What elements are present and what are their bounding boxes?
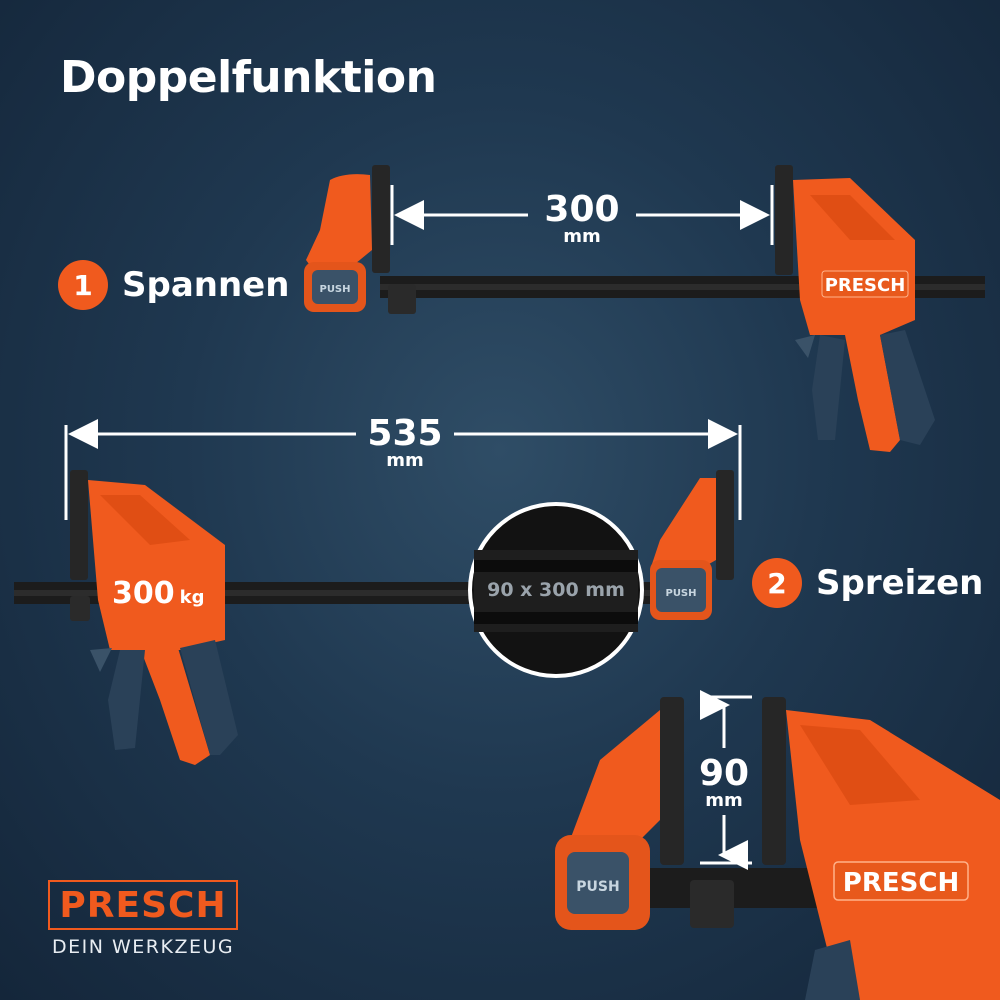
dimension-300-label: 300 mm <box>532 192 632 246</box>
force-value: 300 <box>112 576 175 611</box>
bottom-clamp: PUSH PRESCH <box>555 697 1000 1000</box>
step-number-badge: 1 <box>58 260 108 310</box>
brand-label: PRESCH <box>825 275 906 296</box>
bar-zoom-circle <box>468 502 644 678</box>
dimension-535 <box>64 419 742 520</box>
page-title: Doppelfunktion <box>60 52 437 103</box>
push-button-label-2: PUSH <box>665 588 696 599</box>
force-unit: kg <box>179 587 205 608</box>
dimension-value: 90 <box>698 753 750 794</box>
push-button-label: PUSH <box>319 284 350 295</box>
step-number-badge: 2 <box>752 558 802 608</box>
dimension-value: 300 <box>544 189 620 230</box>
dimension-value: 535 <box>367 413 443 454</box>
push-button-label-3: PUSH <box>576 879 619 895</box>
dimension-300 <box>390 185 774 245</box>
top-clamp: PUSH PRESCH <box>304 165 985 452</box>
force-badge: 300 kg <box>112 576 204 611</box>
brand-label-2: PRESCH <box>843 868 959 898</box>
dimension-unit: mm <box>386 450 424 471</box>
step-spannen: 1 Spannen <box>58 260 289 310</box>
step-spreizen: 2 Spreizen <box>752 558 983 608</box>
dimension-535-label: 535 mm <box>358 416 452 470</box>
dimension-90-label: 90 mm <box>686 756 762 810</box>
dimension-90 <box>700 690 752 870</box>
step-label: Spannen <box>122 265 290 305</box>
step-label: Spreizen <box>816 563 984 603</box>
dimension-unit: mm <box>563 226 601 247</box>
brand-tagline: DEIN WERKZEUG <box>52 936 235 958</box>
dimension-unit: mm <box>705 790 743 811</box>
bar-size-label: 90 x 300 mm <box>487 579 625 601</box>
middle-clamp: PUSH <box>14 470 734 765</box>
brand-logo: PRESCH <box>48 880 238 930</box>
